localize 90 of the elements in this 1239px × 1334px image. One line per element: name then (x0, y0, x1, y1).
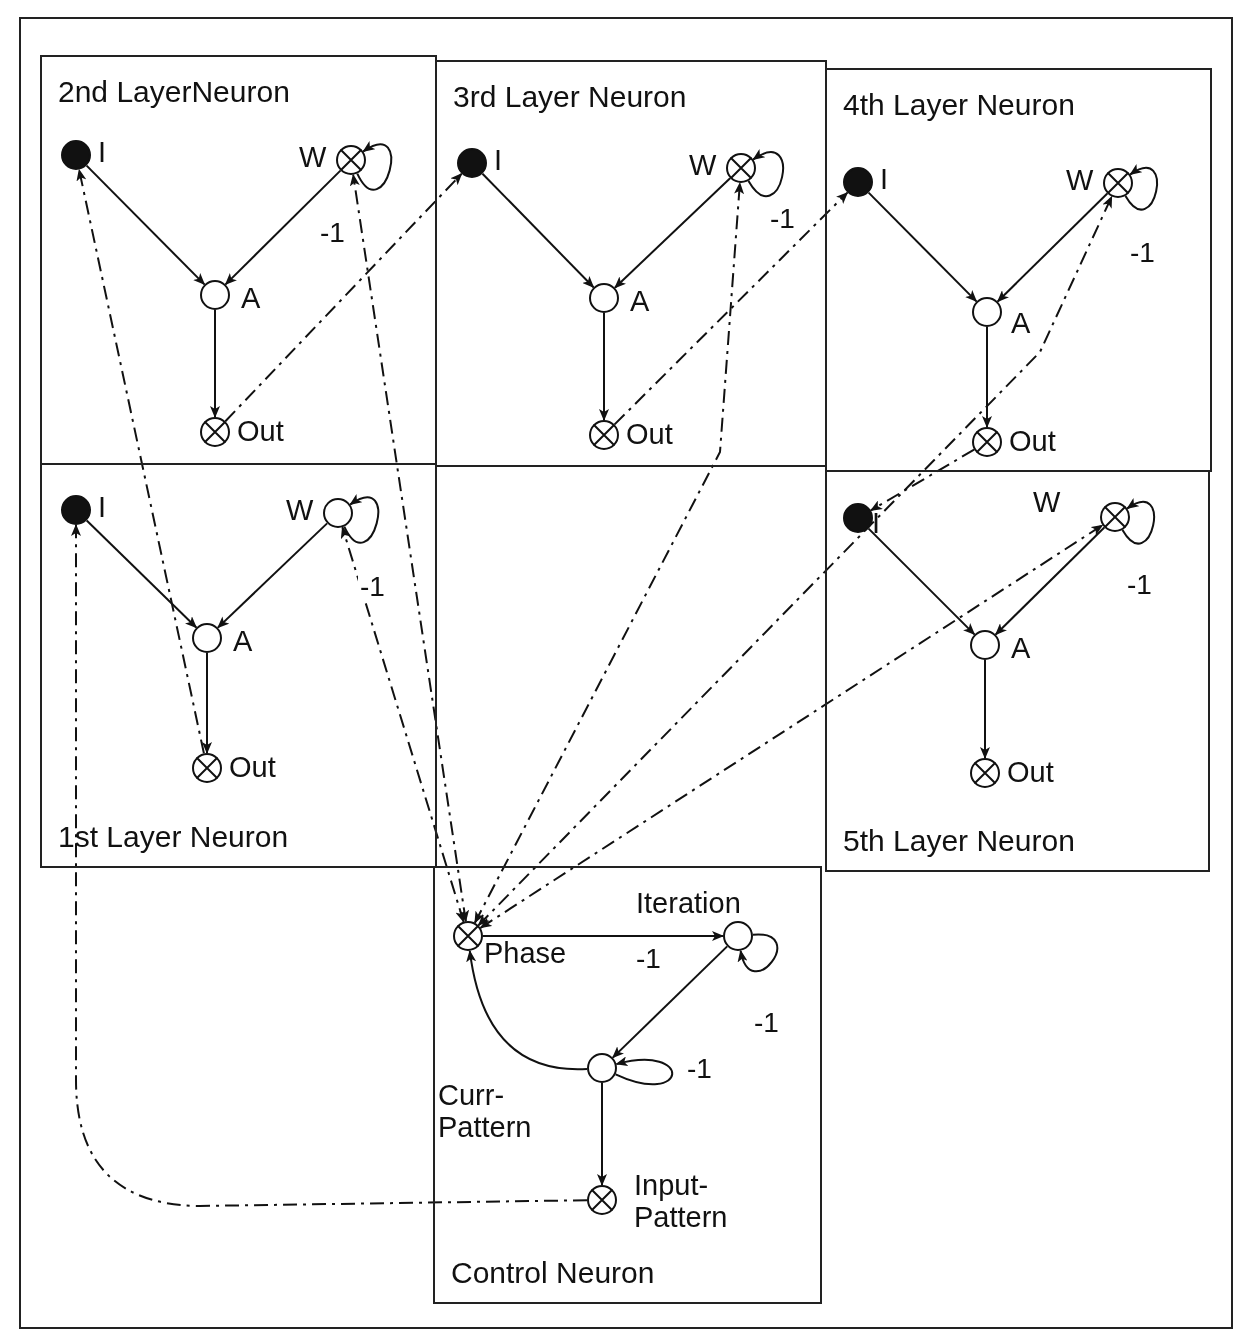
arrow (210, 309, 220, 418)
arrow (202, 652, 212, 754)
dash-dot-arrow (349, 173, 470, 923)
arrow (597, 1082, 607, 1186)
dash-dot-arrow (473, 182, 745, 924)
arrow (980, 659, 990, 759)
neuron-circle (970, 630, 1000, 660)
arrow (996, 192, 1109, 303)
neuron-circle (192, 623, 222, 653)
crossed-neuron-circle (726, 153, 756, 183)
arrow (482, 931, 724, 941)
panel-title: Control Neuron (451, 1256, 655, 1290)
node-label: A (1011, 633, 1031, 665)
neuron-circle (723, 921, 753, 951)
dash-dot-arrow (340, 526, 466, 923)
node-label: Phase (484, 938, 567, 970)
arrow (466, 949, 588, 1070)
dash-dot-arrow (71, 524, 588, 1207)
dash-dot-arrow (76, 168, 205, 755)
dash-dot-arrow (613, 191, 849, 426)
dash-dot-arrow (479, 524, 1104, 929)
arrow (85, 519, 198, 629)
dash-dot-arrow (224, 172, 463, 423)
node-label: Iteration (636, 888, 741, 920)
crossed-neuron-circle (1100, 502, 1130, 532)
panel-title: 4th Layer Neuron (843, 88, 1075, 122)
neuron-circle (972, 297, 1002, 327)
self-loop-arrow (738, 933, 779, 973)
crossed-neuron-circle (587, 1185, 617, 1215)
panel-title: 1st Layer Neuron (58, 820, 289, 854)
dash-dot-arrow (869, 448, 976, 512)
arrow (613, 177, 732, 289)
arrow (611, 945, 729, 1059)
node-label: W (689, 150, 717, 182)
arrow (867, 527, 976, 636)
arrow (224, 169, 342, 286)
filled-neuron-circle (61, 495, 91, 525)
dash-dot-arrow (477, 195, 1113, 927)
crossed-neuron-circle (589, 420, 619, 450)
node-label: W (1066, 165, 1094, 197)
arrow (994, 526, 1106, 636)
crossed-neuron-circle (970, 758, 1000, 788)
node-label: I (98, 492, 107, 524)
neuron-circle (587, 1053, 617, 1083)
crossed-neuron-circle (453, 921, 483, 951)
arrow (481, 172, 595, 289)
self-loop-arrow (1121, 498, 1155, 545)
node-label: A (241, 283, 261, 315)
filled-neuron-circle (843, 167, 873, 197)
crossed-neuron-circle (1103, 168, 1133, 198)
arrow (599, 312, 609, 421)
filled-neuron-circle (61, 140, 91, 170)
node-label: Input- Pattern (634, 1170, 729, 1234)
neuron-circle (589, 283, 619, 313)
neuron-circle (200, 280, 230, 310)
self-loop-arrow (614, 1057, 674, 1086)
node-label: W (299, 142, 327, 174)
panel-title: 5th Layer Neuron (843, 824, 1075, 858)
node-label: W (1033, 487, 1061, 519)
node-label: Out (1007, 757, 1054, 789)
panel-title: 2nd LayerNeuron (58, 75, 290, 109)
arrow (216, 522, 329, 629)
node-label: Out (229, 752, 276, 784)
filled-neuron-circle (457, 148, 487, 178)
node-label: I (880, 164, 889, 196)
node-label: I (494, 145, 503, 177)
self-loop-arrow (1124, 164, 1158, 211)
node-label: Out (237, 416, 284, 448)
arrow (982, 326, 992, 428)
node-label: Out (626, 419, 673, 451)
crossed-neuron-circle (972, 427, 1002, 457)
node-label: I (872, 508, 881, 540)
crossed-neuron-circle (200, 417, 230, 447)
neuron-circle (323, 498, 353, 528)
filled-neuron-circle (843, 503, 873, 533)
panel-title: 3rd Layer Neuron (453, 80, 687, 114)
self-loop-arrow (343, 494, 380, 544)
self-loop-arrow (747, 149, 784, 197)
crossed-neuron-circle (336, 145, 366, 175)
node-label: A (630, 286, 650, 318)
arrow (867, 191, 978, 303)
node-label: A (1011, 308, 1031, 340)
self-loop-arrow (356, 141, 393, 191)
node-label: W (286, 495, 314, 527)
arrow (85, 164, 206, 286)
node-label: Out (1009, 426, 1056, 458)
node-label: I (98, 137, 107, 169)
node-label: Curr- Pattern (438, 1080, 533, 1144)
node-label: A (233, 626, 253, 658)
crossed-neuron-circle (192, 753, 222, 783)
